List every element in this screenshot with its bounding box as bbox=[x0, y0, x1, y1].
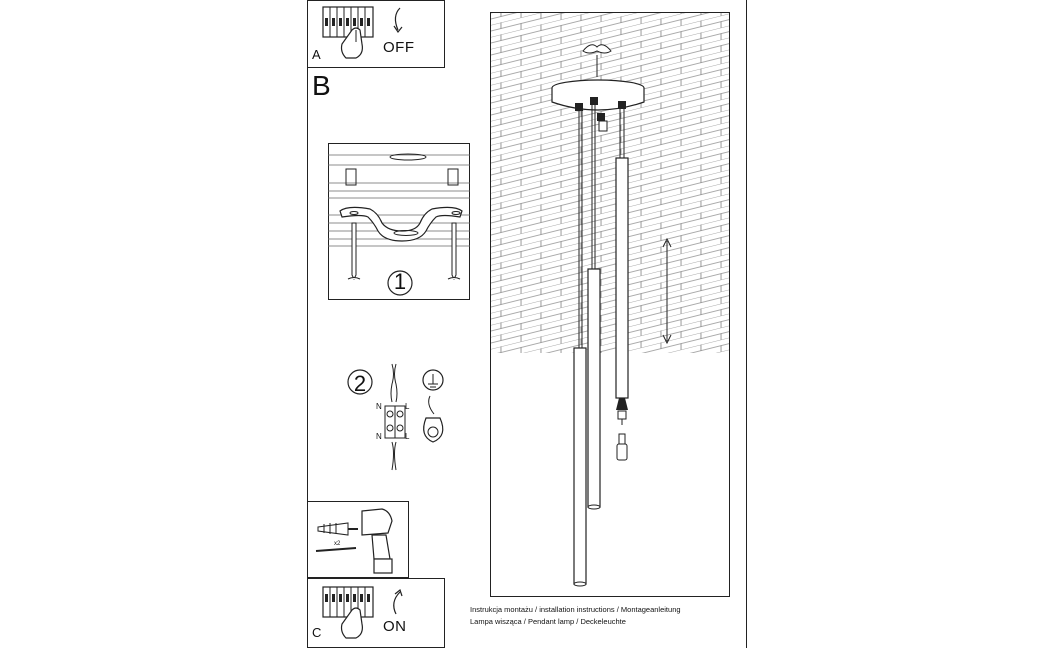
on-label: ON bbox=[383, 618, 407, 635]
wire-n-bottom: N bbox=[376, 432, 382, 441]
circuit-breaker-icon-off bbox=[322, 6, 374, 59]
ceiling-brick-pattern bbox=[491, 13, 729, 353]
arrow-down-icon bbox=[393, 7, 403, 34]
tools-box bbox=[307, 501, 409, 578]
wire-l-top: L bbox=[405, 402, 410, 411]
section-a-label: A bbox=[312, 47, 321, 62]
mounting-bracket-illustration bbox=[328, 153, 470, 296]
caption-line-1: Instrukcja montażu / installation instru… bbox=[470, 605, 681, 614]
wire-n-top: N bbox=[376, 402, 382, 411]
off-label: OFF bbox=[383, 39, 415, 56]
drill-icon bbox=[315, 508, 393, 574]
pendant-lamp-drawing bbox=[551, 44, 672, 587]
section-b-label: B bbox=[312, 70, 331, 101]
arrow-up-icon bbox=[393, 588, 403, 615]
instruction-sheet bbox=[307, 0, 747, 648]
quantity-label: x2 bbox=[334, 541, 341, 547]
step2-number: 2 bbox=[353, 371, 367, 396]
wire-l-bottom: L bbox=[405, 432, 410, 441]
step1-number: 1 bbox=[393, 269, 407, 294]
caption-line-2: Lampa wisząca / Pendant lamp / Deckeleuc… bbox=[470, 617, 626, 626]
circuit-breaker-icon-on bbox=[322, 586, 374, 639]
wiring-diagram bbox=[347, 363, 444, 471]
section-c-label: C bbox=[312, 625, 322, 640]
